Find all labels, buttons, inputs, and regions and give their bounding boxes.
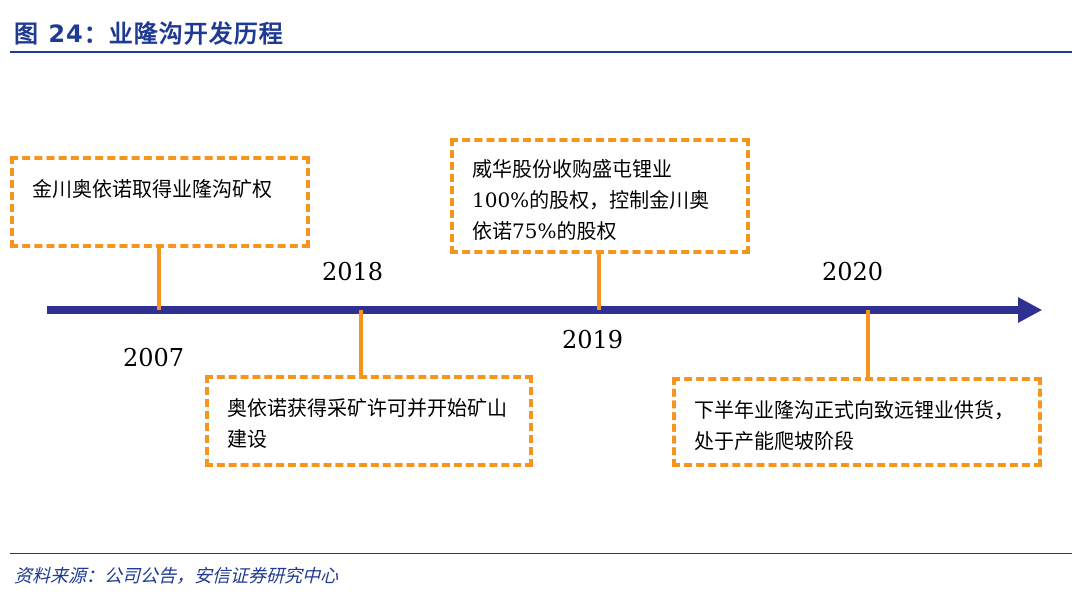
year-label-2020: 2020 [822,258,884,286]
event-box-2018: 奥依诺获得采矿许可并开始矿山建设 [205,375,533,467]
timeline-arrowhead [1018,297,1042,323]
figure-title: 图 24：业隆沟开发历程 [14,20,284,48]
year-label-2018: 2018 [322,258,384,286]
source-note: 资料来源：公司公告，安信证券研究中心 [14,566,338,587]
event-box-2020: 下半年业隆沟正式向致远锂业供货，处于产能爬坡阶段 [672,377,1042,467]
year-label-2007: 2007 [123,344,185,372]
event-box-2019: 威华股份收购盛屯锂业100%的股权，控制金川奥依诺75%的股权 [450,138,750,254]
year-label-2019: 2019 [562,326,624,354]
timeline-axis [47,306,1022,314]
connector-2020 [866,310,870,378]
connector-2019 [597,252,601,310]
event-box-2007: 金川奥依诺取得业隆沟矿权 [10,156,310,248]
title-divider [10,51,1072,53]
connector-2018 [359,310,363,376]
footer-divider [10,553,1072,554]
connector-2007 [157,247,161,310]
